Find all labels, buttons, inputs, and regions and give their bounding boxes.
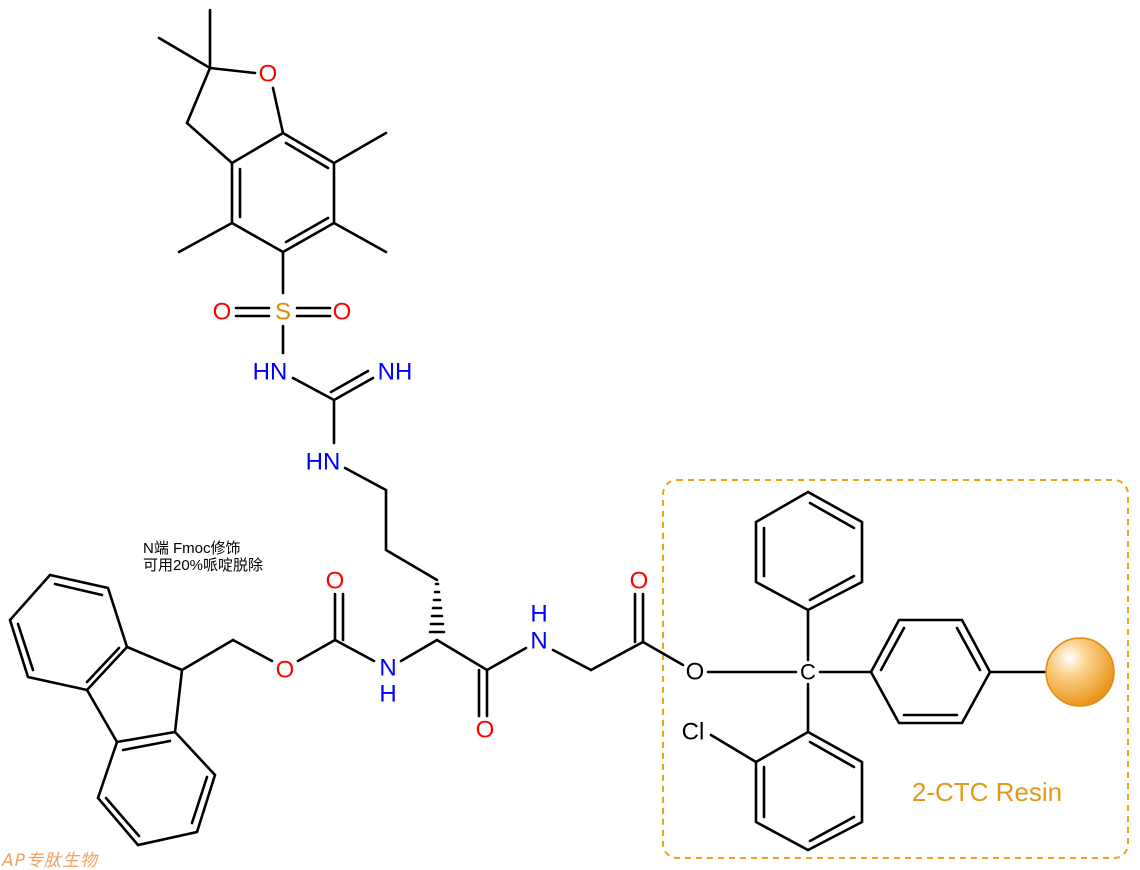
atom-hn-sulfonamide: HN — [253, 359, 288, 386]
atom-h-gly: H — [530, 601, 547, 628]
atom-o-sulfonyl-right: O — [333, 299, 352, 326]
resin-dashed-box — [662, 479, 1129, 859]
atom-s: S — [275, 299, 291, 326]
atom-hn-delta: HN — [306, 449, 341, 476]
stereo-hash-bond — [428, 582, 446, 634]
annotation-line-1: N端 Fmoc修饰 — [143, 540, 241, 557]
atom-c-trityl: C — [800, 660, 816, 685]
atom-cl: Cl — [682, 719, 705, 746]
atom-o-carbamate-carbonyl: O — [326, 568, 345, 595]
atom-h-alpha: H — [379, 681, 396, 708]
atom-o-carbamate: O — [276, 657, 295, 684]
bonds — [8, 8, 1055, 852]
fmoc-annotation: N端 Fmoc修饰 可用20%哌啶脱除 — [143, 540, 263, 574]
atom-o-amide: O — [476, 717, 495, 744]
atom-o-sulfonyl-left: O — [213, 299, 232, 326]
company-logo: AP专肽生物 — [2, 851, 98, 870]
atom-o-ester: O — [686, 659, 705, 686]
resin-bead-icon — [1045, 637, 1115, 707]
atom-n-gly: N — [530, 628, 547, 655]
atom-n-alpha: N — [379, 655, 396, 682]
annotation-line-2: 可用20%哌啶脱除 — [143, 557, 264, 574]
atom-nh-imine: NH — [378, 359, 413, 386]
atom-o-ester-carbonyl: O — [630, 568, 649, 595]
resin-label: 2-CTC Resin — [912, 777, 1062, 807]
atom-o-furan: O — [259, 61, 278, 88]
